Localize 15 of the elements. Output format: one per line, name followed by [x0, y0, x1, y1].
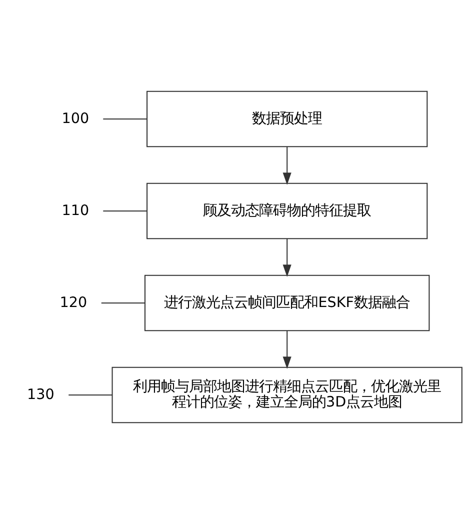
node-box: 数据预处理 [146, 90, 428, 148]
connector [100, 302, 144, 304]
node-text: 100 [61, 110, 89, 127]
node-text: 110 [61, 202, 89, 219]
connector [102, 118, 146, 120]
node-text: 120 [59, 294, 87, 311]
node-text: 130 [26, 386, 54, 403]
arrow [282, 147, 291, 185]
connector [102, 210, 146, 212]
arrow [282, 239, 291, 277]
node-box: 利用帧与局部地图进行精细点云匹配，优化激光里程计的位姿，建立全局的3D点云地图 [111, 366, 462, 424]
arrow [282, 331, 291, 369]
connector [68, 394, 112, 396]
node-box: 顾及动态障碍物的特征提取 [146, 182, 428, 240]
node-box: 进行激光点云帧间匹配和ESKF数据融合 [144, 274, 430, 332]
